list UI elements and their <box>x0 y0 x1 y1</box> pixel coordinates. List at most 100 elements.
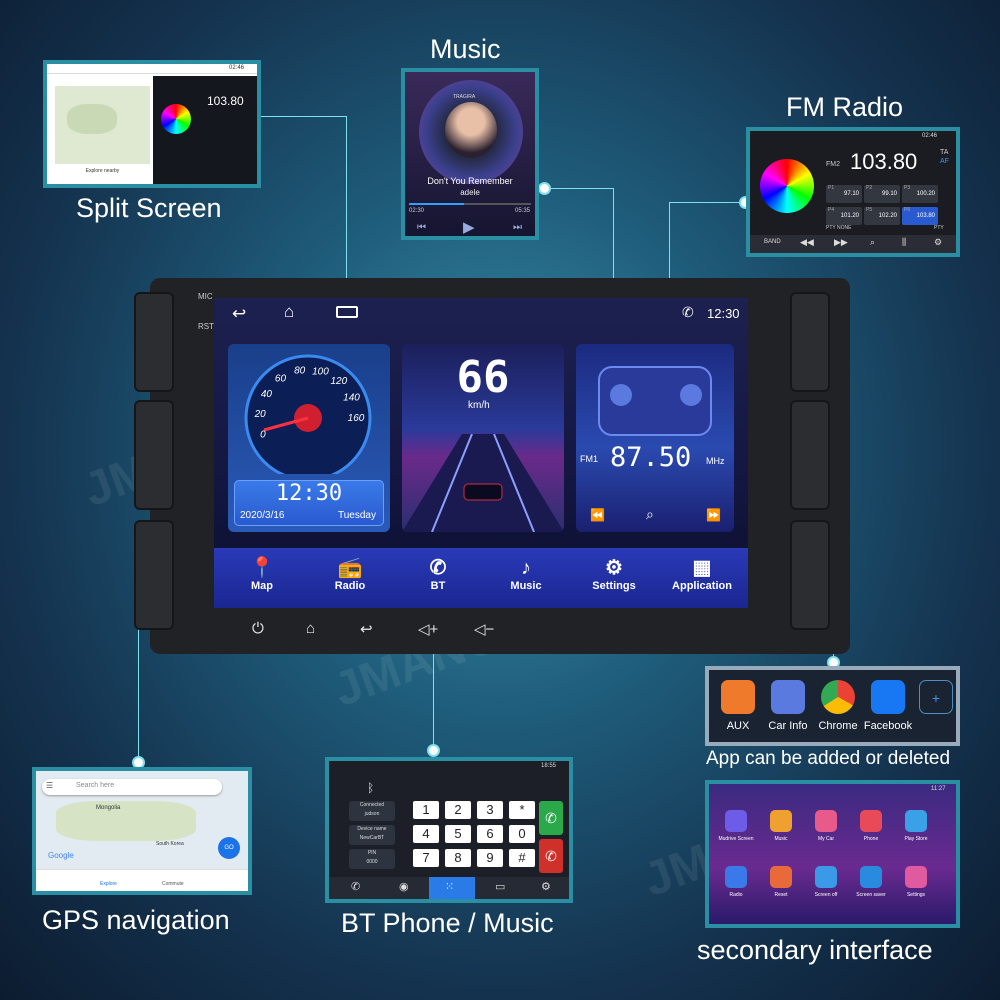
label-fm-radio: FM Radio <box>786 92 904 122</box>
play-icon[interactable]: ▶ <box>463 219 475 236</box>
dialpad-key[interactable]: * <box>509 801 535 819</box>
contacts-icon[interactable]: ◉ <box>399 881 409 893</box>
song-title: Don't You Remember <box>427 176 513 186</box>
commute-tab[interactable]: Commute <box>162 881 184 887</box>
dialpad-key[interactable]: 2 <box>445 801 471 819</box>
home-icon[interactable]: ⌂ <box>284 302 295 321</box>
next-icon[interactable]: ⏭ <box>513 222 522 233</box>
menu-icon[interactable]: ☰ <box>46 781 54 790</box>
search-icon[interactable]: ⌕ <box>870 237 876 247</box>
dock-item-label: Settings <box>592 580 636 592</box>
dialpad-key[interactable]: 0 <box>509 825 535 843</box>
dialpad-key[interactable]: 7 <box>413 849 439 867</box>
dialpad-key[interactable]: 4 <box>413 825 439 843</box>
equalizer-icon[interactable]: ⫼ <box>902 237 907 247</box>
dock-item-music[interactable]: ♪Music <box>486 556 566 592</box>
seek-back-icon[interactable]: ⏪ <box>590 508 605 522</box>
back-icon[interactable]: ↩ <box>232 304 247 323</box>
dock-item-label: BT <box>430 580 446 592</box>
map-search-input[interactable]: Search here <box>76 782 115 789</box>
dialpad-key[interactable]: 1 <box>413 801 439 819</box>
device-icon[interactable]: ▭ <box>495 881 506 893</box>
app-car-info-icon[interactable] <box>771 680 805 714</box>
explore-tab[interactable]: Explore <box>100 881 117 887</box>
dialpad-key[interactable]: # <box>509 849 535 867</box>
volume-down-icon[interactable]: ◁− <box>474 621 495 638</box>
dock-item-radio[interactable]: 📻Radio <box>310 556 390 592</box>
gear-icon[interactable]: ⚙ <box>541 881 551 893</box>
speed-card[interactable]: 66 km/h <box>402 344 564 532</box>
dialpad-icon[interactable]: ⁙ <box>445 881 455 893</box>
secondary-app-icon[interactable] <box>725 866 747 888</box>
home-icon[interactable]: ⌂ <box>306 620 316 637</box>
hangup-button[interactable]: ✆ <box>539 839 563 873</box>
go-button[interactable]: GO <box>218 837 240 859</box>
secondary-app-label: Mudrive Screen <box>718 836 754 842</box>
dock-item-settings[interactable]: ⚙Settings <box>574 556 654 592</box>
secondary-app-label: Screen saver <box>856 892 886 898</box>
phone-icon: ✆ <box>429 557 447 579</box>
prev-icon[interactable]: ⏮ <box>417 222 426 233</box>
speed-unit: km/h <box>468 400 490 411</box>
secondary-app-label: My Car <box>817 836 835 842</box>
dock-item-map[interactable]: 📍Map <box>222 556 302 592</box>
album-art-icon <box>445 102 497 158</box>
radio-frequency: 87.50 <box>610 442 692 473</box>
secondary-app-icon[interactable] <box>815 866 837 888</box>
add-app-button[interactable]: + <box>919 680 953 714</box>
dialpad-key[interactable]: 3 <box>477 801 503 819</box>
band-button[interactable]: BAND <box>764 239 781 245</box>
dock-item-label: Application <box>672 580 732 592</box>
split-screen-thumbnail: 02:46 Explore nearby 103.80 <box>43 60 261 188</box>
secondary-app-icon[interactable] <box>860 866 882 888</box>
secondary-app-icon[interactable] <box>725 810 747 832</box>
secondary-app-icon[interactable] <box>770 866 792 888</box>
volume-up-icon[interactable]: ◁+ <box>418 621 439 638</box>
dialpad-key[interactable]: 5 <box>445 825 471 843</box>
dock-item-label: Music <box>510 580 542 592</box>
call-button[interactable]: ✆ <box>539 801 563 835</box>
secondary-app-icon[interactable] <box>815 810 837 832</box>
phone-icon: ✆ <box>682 304 694 320</box>
seek-forward-icon[interactable]: ▶▶ <box>834 237 848 247</box>
dialpad-key[interactable]: 8 <box>445 849 471 867</box>
radio-band: FM1 <box>580 454 598 464</box>
dock-item-application[interactable]: ▦Application <box>662 556 742 592</box>
label-secondary: secondary interface <box>697 935 933 965</box>
speedo-tick-label: 140 <box>343 393 360 404</box>
app-label: AUX <box>726 720 750 732</box>
app-aux-icon[interactable] <box>721 680 755 714</box>
gear-icon[interactable]: ⚙ <box>934 237 943 247</box>
mic-label: MIC <box>198 292 213 301</box>
secondary-app-icon[interactable] <box>860 810 882 832</box>
secondary-app-icon[interactable] <box>905 866 927 888</box>
back-icon[interactable]: ↩ <box>360 621 373 638</box>
app-chrome-icon[interactable] <box>821 680 855 714</box>
radio-card[interactable]: FM1 87.50 MHz ⏪ ⌕ ⏩ <box>576 344 734 532</box>
power-icon[interactable]: ⏻ <box>252 620 264 637</box>
artist-name: adele <box>460 188 480 197</box>
label-app-added: App can be added or deleted <box>706 748 951 769</box>
dialpad-key[interactable]: 6 <box>477 825 503 843</box>
fm-radio-thumbnail: 02:46 FM2 103.80 TA AF PTY NONE PTY BAND… <box>746 127 960 257</box>
secondary-app-icon[interactable] <box>770 810 792 832</box>
dock-item-bt[interactable]: ✆BT <box>398 556 478 592</box>
seek-back-icon[interactable]: ◀◀ <box>800 237 814 247</box>
app-facebook-icon[interactable] <box>871 680 905 714</box>
secondary-app-icon[interactable] <box>905 810 927 832</box>
recent-apps-icon[interactable] <box>336 306 358 318</box>
search-icon[interactable]: ⌕ <box>646 506 654 522</box>
seek-forward-icon[interactable]: ⏩ <box>706 508 721 522</box>
call-log-icon[interactable]: ✆ <box>351 881 361 893</box>
rst-button[interactable]: RST <box>198 322 214 331</box>
dialpad-key[interactable]: 9 <box>477 849 503 867</box>
speedo-tick-label: 160 <box>348 413 365 424</box>
